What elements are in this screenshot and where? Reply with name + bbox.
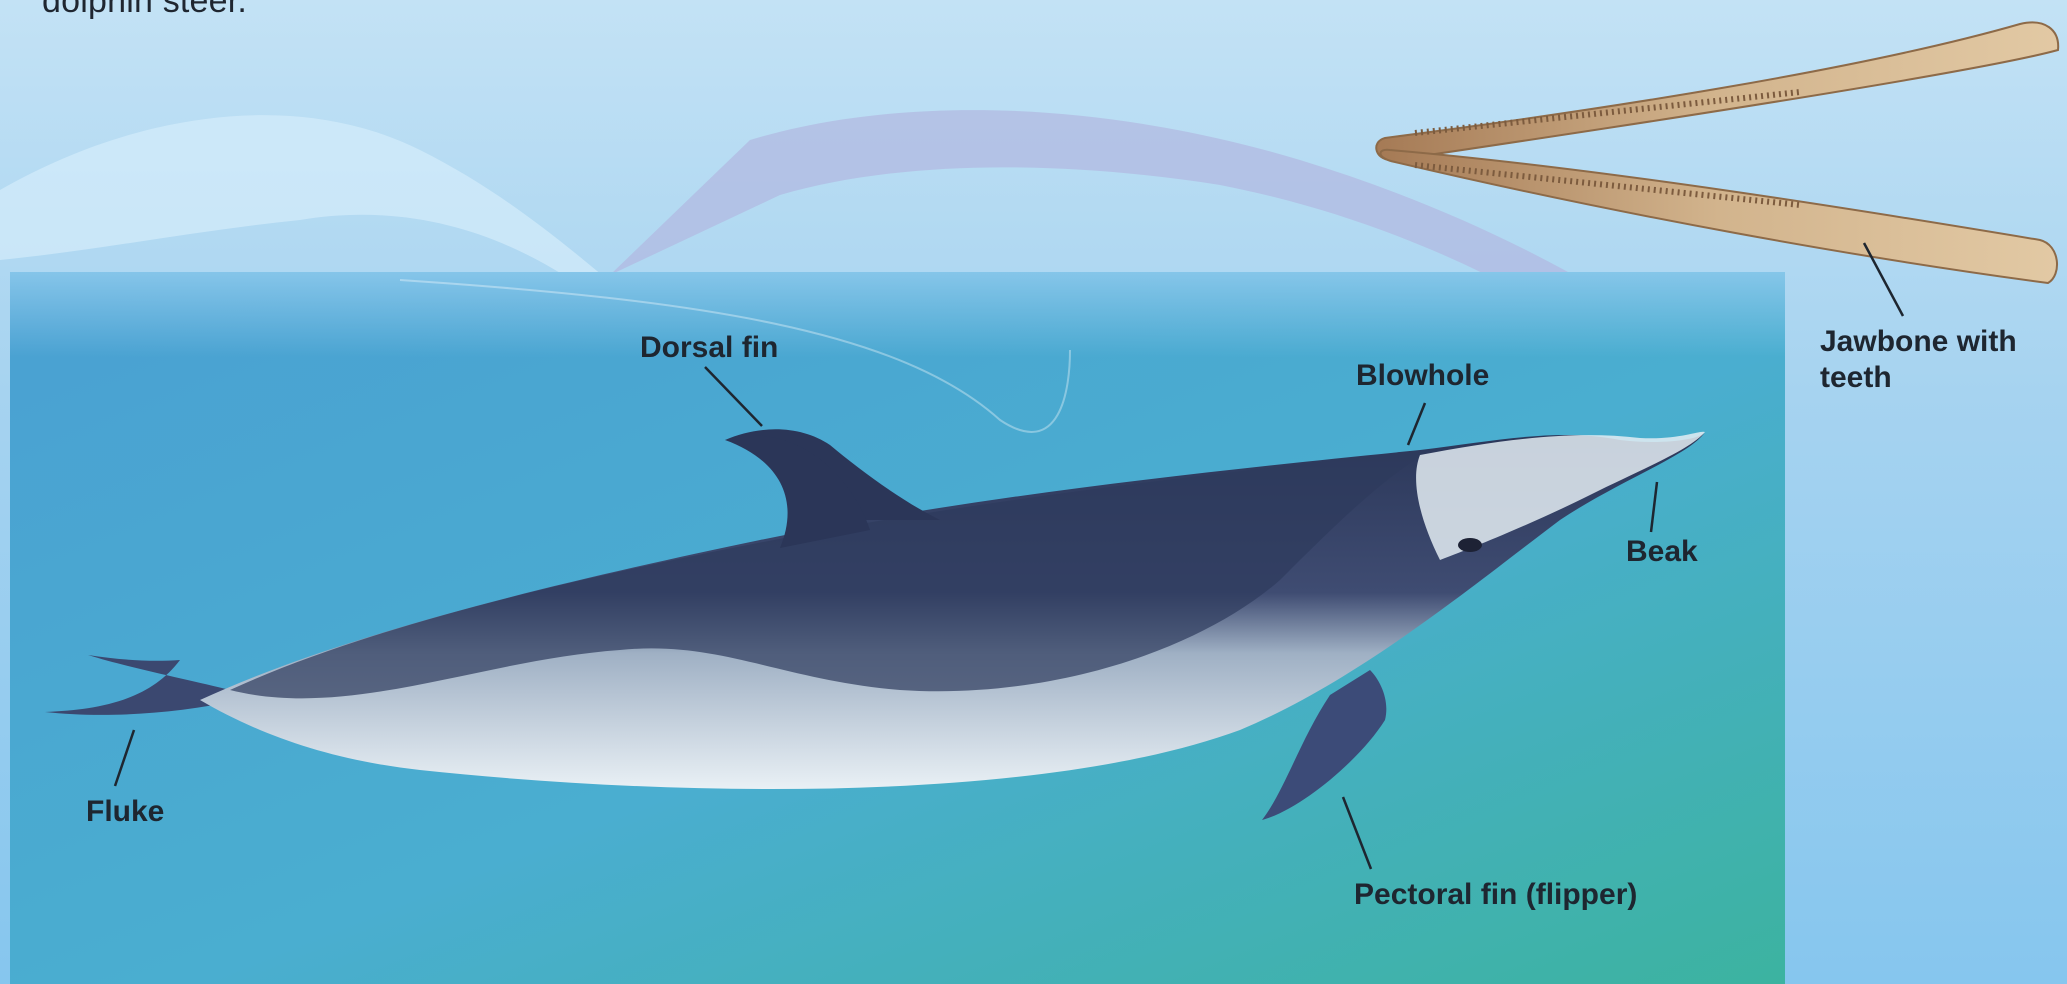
label-beak: Beak <box>1626 534 1698 570</box>
label-dorsal-fin: Dorsal fin <box>640 330 778 366</box>
label-blowhole: Blowhole <box>1356 358 1489 394</box>
label-jawbone: Jawbone with teeth <box>1820 324 2060 396</box>
label-pectoral-fin: Pectoral fin (flipper) <box>1354 877 1637 913</box>
label-fluke: Fluke <box>86 794 164 830</box>
